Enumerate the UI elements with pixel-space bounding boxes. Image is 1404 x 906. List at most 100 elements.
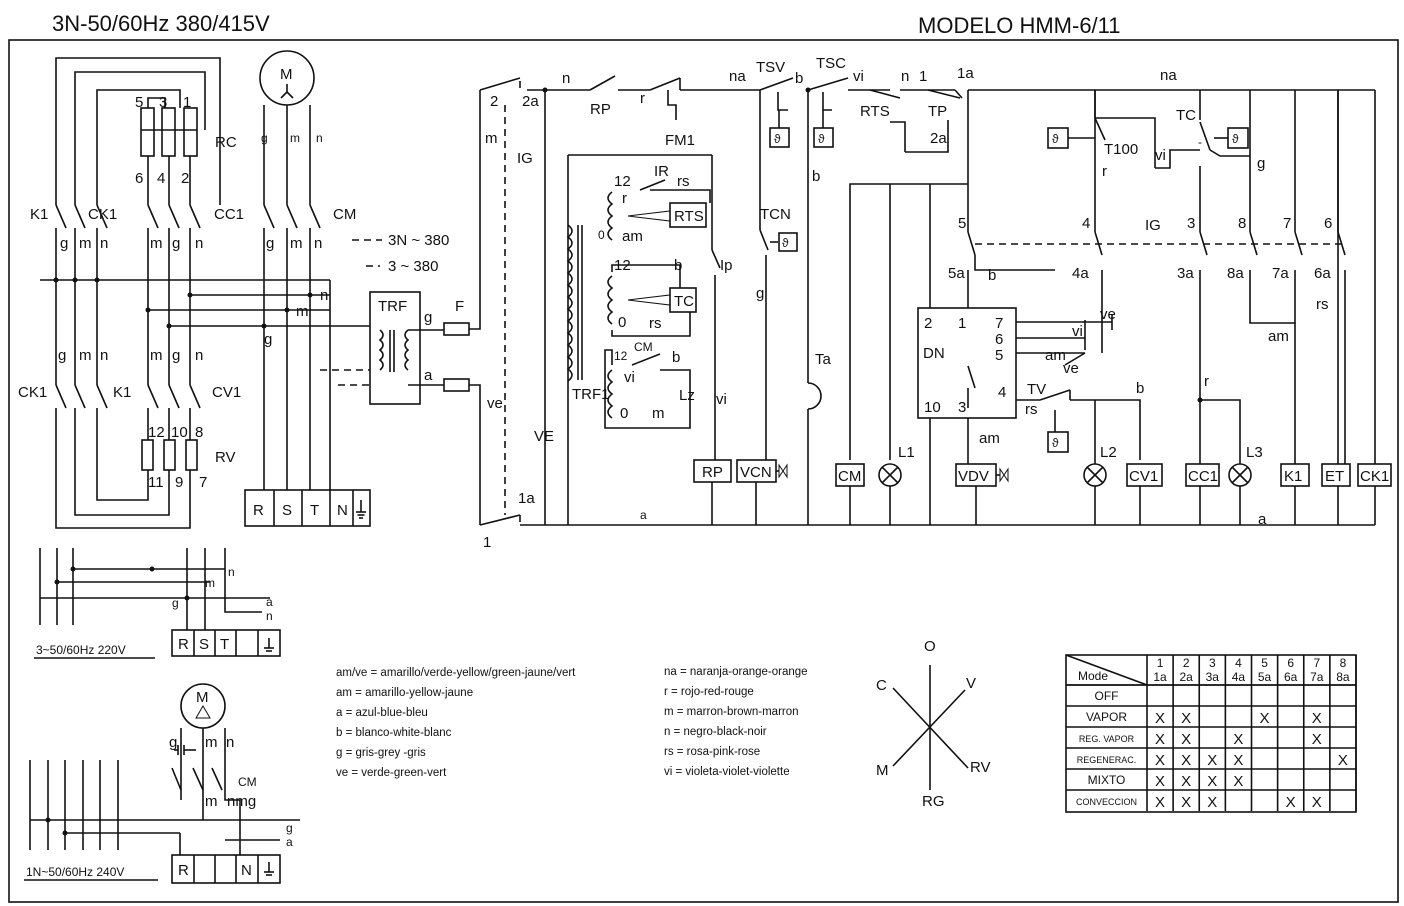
svg-text:n: n — [100, 347, 108, 364]
table-mark: X — [1181, 752, 1191, 769]
svg-text:rs: rs — [649, 315, 662, 332]
table-row-label: REG. VAPOR — [1079, 734, 1135, 744]
ta-sensor — [807, 382, 822, 410]
table-mark: X — [1233, 752, 1243, 769]
svg-text:r: r — [1204, 373, 1209, 390]
rc-pin-6: 6 — [135, 170, 143, 187]
table-row-label: OFF — [1095, 689, 1119, 703]
svg-text:vi: vi — [1155, 147, 1166, 164]
table-col-bottom-2a: 2a — [1180, 670, 1194, 684]
svg-text:0: 0 — [620, 405, 628, 422]
table-mark: X — [1338, 752, 1348, 769]
svg-text:CK1: CK1 — [1360, 468, 1389, 485]
contactor-cv1-bottom: CV1 — [212, 384, 241, 401]
svg-text:a = azul-blue-bleu: a = azul-blue-bleu — [336, 707, 428, 719]
svg-text:r = rojo-red-rouge: r = rojo-red-rouge — [664, 686, 754, 698]
voltage-3-380: 3 ~ 380 — [388, 258, 438, 275]
svg-text:m = marron-brown-marron: m = marron-brown-marron — [664, 706, 799, 718]
svg-text:5: 5 — [958, 215, 966, 232]
svg-text:1a: 1a — [518, 490, 535, 507]
valve-icon — [996, 467, 1009, 483]
svg-text:g: g — [266, 235, 274, 252]
svg-text:VDV: VDV — [958, 468, 989, 485]
table-mark: X — [1155, 731, 1165, 748]
tcn-sensor-icon — [778, 232, 798, 252]
table-mark: X — [1155, 773, 1165, 790]
valve-icon — [776, 463, 788, 479]
svg-text:-: - — [1198, 135, 1202, 149]
table-mark: X — [1312, 710, 1322, 727]
svg-text:2a: 2a — [522, 93, 539, 110]
contactor-k1-top: K1 — [30, 206, 48, 223]
svg-text:2: 2 — [924, 315, 932, 332]
svg-text:RP: RP — [702, 464, 723, 481]
svg-text:m: m — [150, 347, 163, 364]
contactor-ck1-top: CK1 — [88, 206, 117, 223]
model-title: MODELO HMM-6/11 — [918, 13, 1121, 38]
svg-text:ET: ET — [1325, 468, 1344, 485]
fuse-label: F — [455, 298, 464, 315]
rc-resistor-1 — [183, 107, 198, 157]
svg-text:m: m — [485, 130, 498, 147]
svg-text:m: m — [205, 734, 218, 751]
t100-label: T100 — [1104, 141, 1138, 158]
svg-text:g: g — [424, 309, 432, 326]
terminal-n: N — [337, 502, 348, 519]
svg-text:CV1: CV1 — [1129, 468, 1158, 485]
ir-label: IR — [654, 163, 669, 180]
svg-text:vi: vi — [1072, 323, 1083, 340]
terminal-block-240v — [171, 854, 281, 884]
svg-text:n: n — [226, 734, 234, 751]
svg-text:4: 4 — [1082, 215, 1090, 232]
svg-text:n: n — [316, 131, 323, 145]
lz-label: Lz — [679, 387, 695, 404]
svg-text:R: R — [178, 636, 189, 653]
svg-text:r: r — [1102, 163, 1107, 180]
svg-text:g: g — [172, 235, 180, 252]
fuse-f — [443, 322, 470, 336]
svg-text:1: 1 — [483, 534, 491, 551]
svg-text:m: m — [290, 235, 303, 252]
svg-text:n: n — [562, 70, 570, 87]
svg-text:n: n — [314, 235, 322, 252]
color-legend: am/ve = amarillo/verde-yellow/green-jaun… — [336, 666, 808, 779]
table-mark: X — [1233, 731, 1243, 748]
table-mark: X — [1155, 752, 1165, 769]
svg-text:5a: 5a — [948, 265, 965, 282]
svg-text:am: am — [979, 430, 1000, 447]
svg-text:4a: 4a — [1072, 265, 1089, 282]
sub-240v-label: 1N~50/60Hz 240V — [26, 865, 124, 879]
svg-text:m: m — [79, 235, 92, 252]
trf1-label: TRF1 — [572, 386, 610, 403]
table-mark: X — [1207, 773, 1217, 790]
svg-text:1: 1 — [958, 315, 966, 332]
svg-text:7: 7 — [995, 315, 1003, 332]
table-row-label: CONVECCION — [1076, 797, 1137, 807]
svg-text:a: a — [640, 508, 647, 522]
table-col-bottom-6a: 6a — [1284, 670, 1298, 684]
svg-text:M: M — [196, 689, 209, 706]
power-section: 5 3 1 6 4 2 RC M g m n K1 CK1 CC1 CM — [18, 50, 503, 529]
svg-text:11: 11 — [148, 474, 164, 491]
svg-text:12: 12 — [148, 424, 165, 441]
svg-text:n: n — [228, 565, 235, 579]
svg-text:b: b — [988, 267, 996, 284]
svg-text:3a: 3a — [1177, 265, 1194, 282]
svg-text:am: am — [622, 228, 643, 245]
svg-text:n: n — [266, 609, 273, 623]
contactor-cm-top: CM — [333, 206, 356, 223]
svg-text:am: am — [1045, 347, 1066, 364]
svg-text:b: b — [812, 168, 820, 185]
sub-diagram-240v: M g m n CM m nmg g a R N 1N~50/60Hz 240V — [24, 683, 300, 884]
svg-text:vi: vi — [853, 68, 864, 85]
rv-resistor-12 — [141, 439, 154, 471]
svg-text:b: b — [1136, 380, 1144, 397]
mode-header: Mode — [1078, 669, 1108, 683]
ground-icon — [356, 500, 366, 519]
fuse-a — [443, 378, 470, 392]
rc-pin-5: 5 — [135, 94, 143, 111]
selector-m: M — [876, 762, 889, 779]
svg-text:a: a — [266, 595, 273, 609]
table-row-label: REGENERAC. — [1077, 755, 1137, 765]
